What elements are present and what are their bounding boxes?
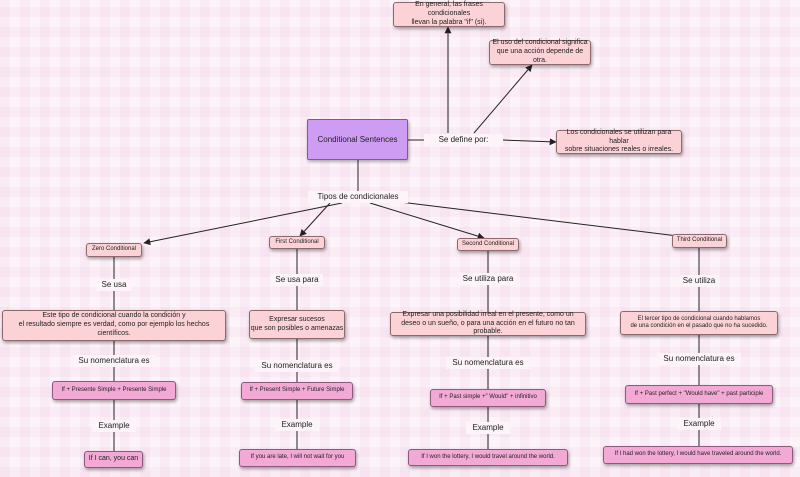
second-nomenclature-label: Su nomenclatura es <box>446 357 530 369</box>
zero-formula: If + Presente Simple + Presente Simple <box>52 381 176 400</box>
third-example: If I had won the lottery, I would have t… <box>603 446 793 464</box>
zero-example-label: Example <box>92 420 136 432</box>
root-node-conditional-sentences: Conditional Sentences <box>307 119 408 160</box>
type-title-second-conditional: Second Conditional <box>457 238 519 251</box>
zero-example: If I can, you can <box>84 451 143 468</box>
zero-use-description: Este tipo de condicional cuando la condi… <box>2 310 226 341</box>
first-use-description: Expresar sucesos que son posibles o amen… <box>249 310 345 339</box>
types-to-third-arrow <box>399 201 695 241</box>
types-to-first-arrow <box>299 202 331 237</box>
types-label: Tipos de condicionales <box>308 191 408 203</box>
type-title-third-conditional: Third Conditional <box>672 234 727 248</box>
zero-use-label: Se usa <box>96 279 132 291</box>
first-formula: If + Present Simple + Future Simple <box>241 382 353 400</box>
types-to-second-arrow <box>369 202 485 240</box>
first-example: If you are late, I will not wait for you <box>239 449 356 467</box>
type-title-zero-conditional: Zero Conditional <box>86 243 142 257</box>
type-title-first-conditional: First Conditional <box>269 236 325 249</box>
first-nomenclature-label: Su nomenclatura es <box>255 360 339 372</box>
define-to-def2-arrow <box>473 64 533 134</box>
first-use-label: Se usa para <box>271 274 323 286</box>
definition-box-action-depends: El uso del condicional significa que una… <box>489 39 591 65</box>
third-use-description: El tercer tipo de condicional cuando hab… <box>620 311 778 335</box>
define-to-def3-arrow <box>502 138 557 146</box>
zero-nomenclature-label: Su nomenclatura es <box>72 355 156 367</box>
definition-box-real-unreal: Los condicionales se utilizan para habla… <box>556 129 682 154</box>
definition-box-if-word: En general, las frases condicionales lle… <box>393 1 505 27</box>
third-nomenclature-label: Su nomenclatura es <box>657 353 741 365</box>
define-label: Se define por: <box>424 134 503 146</box>
first-example-label: Example <box>275 419 319 431</box>
second-use-description: Expresar una posibilidad irreal en el pr… <box>390 311 586 336</box>
second-example: If I won the lottery, I would travel aro… <box>408 449 568 466</box>
second-example-label: Example <box>466 422 510 434</box>
third-use-label: Se utiliza <box>679 275 719 287</box>
second-formula: If + Past simple +" Would" + infinitivo <box>430 389 546 407</box>
third-formula: If + Past perfect + "Would have" + past … <box>625 385 773 404</box>
third-example-label: Example <box>677 418 721 430</box>
types-to-zero-arrow <box>143 202 343 246</box>
second-use-label: Se utiliza para <box>459 273 517 285</box>
